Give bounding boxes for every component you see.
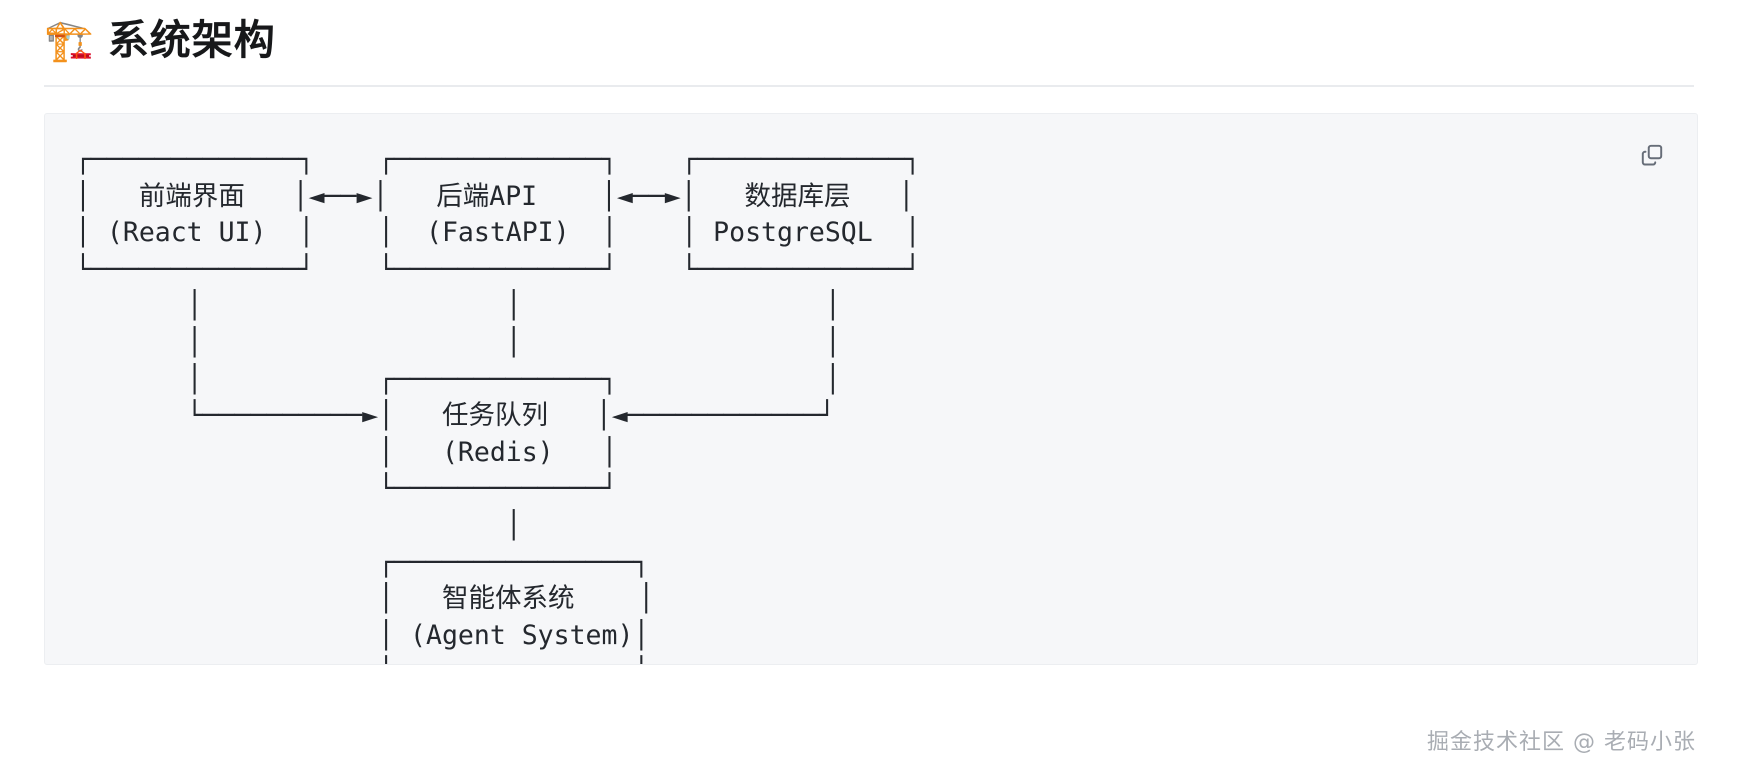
- ascii-architecture-diagram: ┌─────────────┐ ┌─────────────┐ ┌───────…: [75, 144, 921, 664]
- title-divider: [44, 85, 1694, 88]
- page-title: 系统架构: [107, 17, 276, 63]
- copy-icon[interactable]: [1635, 138, 1669, 172]
- watermark: 掘金技术社区 @ 老码小张: [1427, 730, 1696, 755]
- construction-crane-icon: 🏗️: [44, 18, 94, 63]
- page-title-row: 🏗️ 系统架构: [44, 17, 1698, 85]
- architecture-diagram-code-block: ┌─────────────┐ ┌─────────────┐ ┌───────…: [44, 113, 1698, 666]
- page-header: 🏗️ 系统架构: [0, 0, 1742, 88]
